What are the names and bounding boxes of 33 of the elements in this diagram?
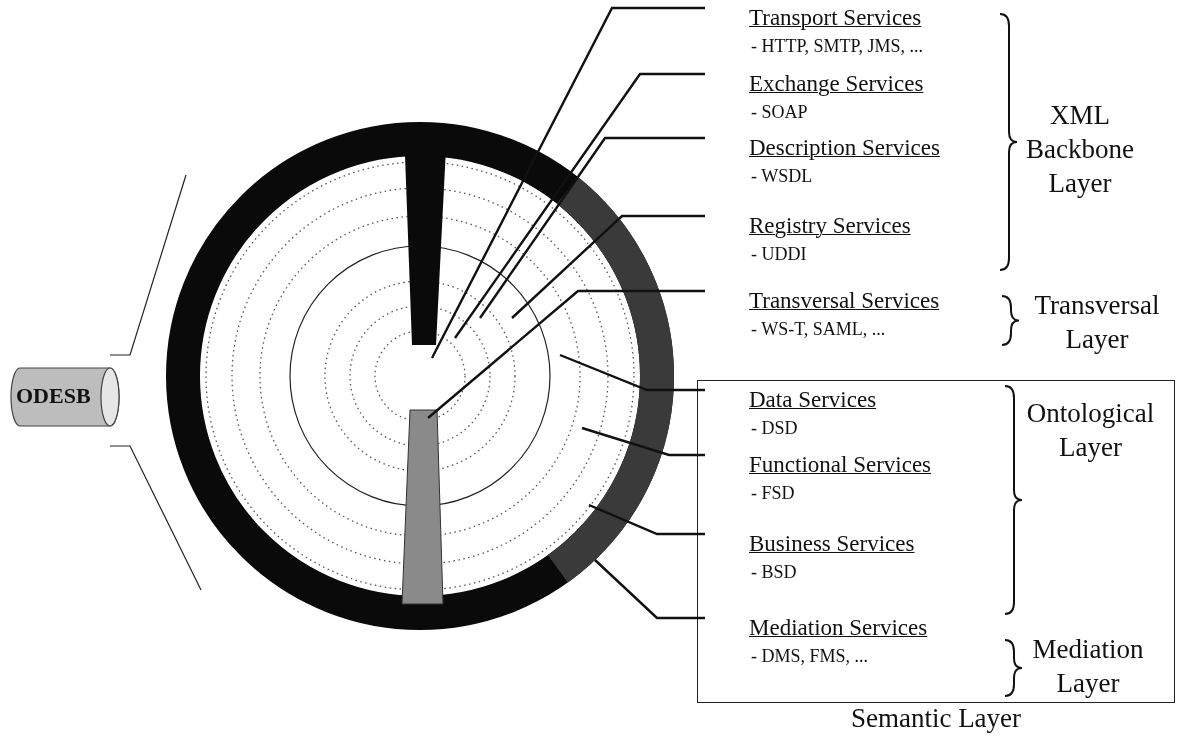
service-protocols: - BSD xyxy=(751,561,797,583)
service-title: Data Services xyxy=(749,386,877,413)
layer-label: Mediation Layer xyxy=(1031,633,1145,700)
service-protocols: - DMS, FMS, ... xyxy=(751,645,869,667)
service-title: Business Services xyxy=(749,530,915,557)
service-protocols: - UDDI xyxy=(751,243,807,265)
leader-line xyxy=(594,559,705,620)
service-protocols: - DSD xyxy=(751,417,798,439)
service-title: Mediation Services xyxy=(749,614,928,641)
service-protocols: - SOAP xyxy=(751,101,808,123)
leader-line xyxy=(430,6,705,359)
leader-line xyxy=(479,136,705,319)
leader-line xyxy=(454,72,705,339)
service-title: Exchange Services xyxy=(749,70,924,97)
leader-line xyxy=(588,503,705,536)
service-protocols: - FSD xyxy=(751,482,795,504)
service-title: Transversal Services xyxy=(749,287,940,314)
service-title: Description Services xyxy=(749,134,940,161)
frame-title: Semantic Layer xyxy=(850,702,1022,734)
service-protocols: - WSDL xyxy=(751,165,813,187)
leader-line xyxy=(427,289,705,419)
layer-label: Transversal Layer xyxy=(1033,289,1161,356)
leader-line xyxy=(581,426,705,457)
layer-label: Ontological Layer xyxy=(1025,397,1156,464)
service-title: Functional Services xyxy=(749,451,932,478)
node-label: ODESB xyxy=(16,383,91,409)
service-title: Transport Services xyxy=(749,4,922,31)
service-protocols: - HTTP, SMTP, JMS, ... xyxy=(751,35,924,57)
leader-line xyxy=(559,353,705,392)
leader-line xyxy=(511,214,705,319)
layer-label: XML Backbone Layer xyxy=(1025,99,1135,200)
service-protocols: - WS-T, SAML, ... xyxy=(751,318,886,340)
service-title: Registry Services xyxy=(749,212,911,239)
